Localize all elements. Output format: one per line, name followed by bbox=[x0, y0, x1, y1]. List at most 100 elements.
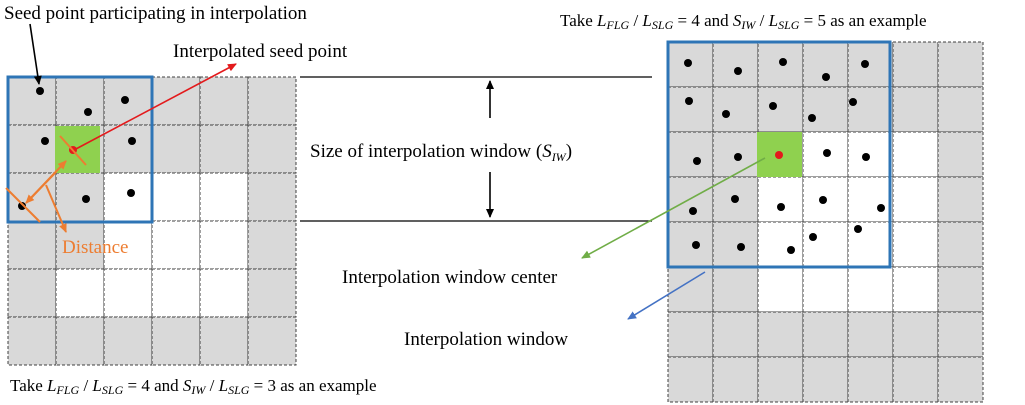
grid-cell bbox=[667, 311, 714, 358]
grid-cell bbox=[847, 311, 894, 358]
window-label: Interpolation window bbox=[404, 329, 568, 350]
grid-cell bbox=[199, 76, 249, 126]
grid-cell bbox=[247, 76, 297, 126]
grid-cell bbox=[103, 316, 153, 366]
seed-point bbox=[734, 67, 742, 75]
grid-cell bbox=[151, 268, 201, 318]
left-seed-points bbox=[18, 87, 136, 210]
grid-cell bbox=[667, 221, 714, 268]
seed-point bbox=[808, 114, 816, 122]
seed-point bbox=[819, 196, 827, 204]
grid-cell bbox=[103, 172, 153, 222]
grid-cell bbox=[847, 266, 894, 313]
grid-cell bbox=[151, 172, 201, 222]
grid-cell bbox=[199, 172, 249, 222]
window-center-label: Interpolation window center bbox=[342, 267, 558, 288]
grid-cell bbox=[247, 316, 297, 366]
seed-point bbox=[769, 102, 777, 110]
right-interpolation-window bbox=[666, 40, 892, 269]
left-grid bbox=[7, 76, 297, 366]
grid-cell bbox=[757, 221, 804, 268]
seed-point bbox=[734, 153, 742, 161]
grid-cell bbox=[937, 131, 984, 178]
seed-point bbox=[82, 195, 90, 203]
seed-point bbox=[692, 241, 700, 249]
grid-cell bbox=[802, 221, 849, 268]
grid-cell bbox=[937, 176, 984, 223]
grid-cell bbox=[757, 176, 804, 223]
grid-cell bbox=[667, 356, 714, 403]
grid-cell bbox=[937, 86, 984, 133]
grid-cell bbox=[55, 316, 105, 366]
interpolated-seed-arrow bbox=[73, 63, 237, 151]
grid-cell bbox=[7, 268, 57, 318]
grid-cell bbox=[937, 221, 984, 268]
grid-cell bbox=[667, 131, 714, 178]
seed-point bbox=[731, 195, 739, 203]
seed-point bbox=[861, 60, 869, 68]
grid-cell bbox=[937, 311, 984, 358]
grid-cell bbox=[712, 221, 759, 268]
grid-cell bbox=[55, 172, 105, 222]
grid-cell bbox=[937, 266, 984, 313]
grid-cell bbox=[802, 266, 849, 313]
grid-cell bbox=[151, 76, 201, 126]
seed-point bbox=[823, 149, 831, 157]
seed-point bbox=[877, 204, 885, 212]
grid-cell bbox=[847, 41, 894, 88]
distance-indicator bbox=[5, 135, 87, 233]
grid-cell bbox=[847, 356, 894, 403]
grid-cell bbox=[757, 266, 804, 313]
grid-cell bbox=[757, 86, 804, 133]
right-interpolated-seed-point bbox=[775, 151, 783, 159]
grid-cell bbox=[55, 76, 105, 126]
seed-point bbox=[128, 137, 136, 145]
interpolated-seed-label: Interpolated seed point bbox=[173, 41, 348, 62]
grid-cell bbox=[712, 86, 759, 133]
window-arrow bbox=[627, 271, 706, 320]
grid-cell bbox=[892, 86, 939, 133]
seed-point bbox=[787, 246, 795, 254]
seed-point bbox=[127, 189, 135, 197]
seed-point bbox=[777, 203, 785, 211]
grid-cell bbox=[802, 311, 849, 358]
grid-cell bbox=[199, 220, 249, 270]
seed-point bbox=[121, 96, 129, 104]
grid-cell bbox=[247, 268, 297, 318]
seed-point bbox=[685, 97, 693, 105]
grid-cell bbox=[937, 356, 984, 403]
grid-cell bbox=[7, 220, 57, 270]
grid-cell bbox=[937, 41, 984, 88]
grid-cell bbox=[892, 221, 939, 268]
seed-label-arrow bbox=[29, 23, 42, 85]
grid-cell bbox=[712, 356, 759, 403]
window-center-arrow bbox=[581, 157, 766, 259]
grid-cell bbox=[7, 124, 57, 174]
seed-point bbox=[722, 110, 730, 118]
grid-cell bbox=[199, 124, 249, 174]
grid-cell bbox=[151, 316, 201, 366]
seed-point bbox=[689, 207, 697, 215]
grid-cell bbox=[847, 131, 894, 178]
grid-cell bbox=[847, 176, 894, 223]
seed-point bbox=[737, 243, 745, 251]
grid-cell bbox=[802, 356, 849, 403]
grid-cell bbox=[151, 124, 201, 174]
grid-cell bbox=[7, 76, 57, 126]
right-grid bbox=[667, 41, 984, 403]
grid-cell bbox=[892, 176, 939, 223]
grid-cell bbox=[892, 131, 939, 178]
grid-cell bbox=[847, 86, 894, 133]
grid-cell bbox=[757, 356, 804, 403]
seed-point bbox=[809, 233, 817, 241]
seed-point bbox=[779, 58, 787, 66]
grid-cell bbox=[712, 41, 759, 88]
grid-cell bbox=[892, 311, 939, 358]
right-caption: Take LFLG / LSLG = 4 and SIW / LSLG = 5 … bbox=[560, 11, 927, 32]
distance-pointer bbox=[45, 184, 67, 233]
seed-point bbox=[822, 73, 830, 81]
seed-point bbox=[854, 225, 862, 233]
seed-point bbox=[36, 87, 44, 95]
seed-participating-label: Seed point participating in interpolatio… bbox=[4, 3, 307, 24]
